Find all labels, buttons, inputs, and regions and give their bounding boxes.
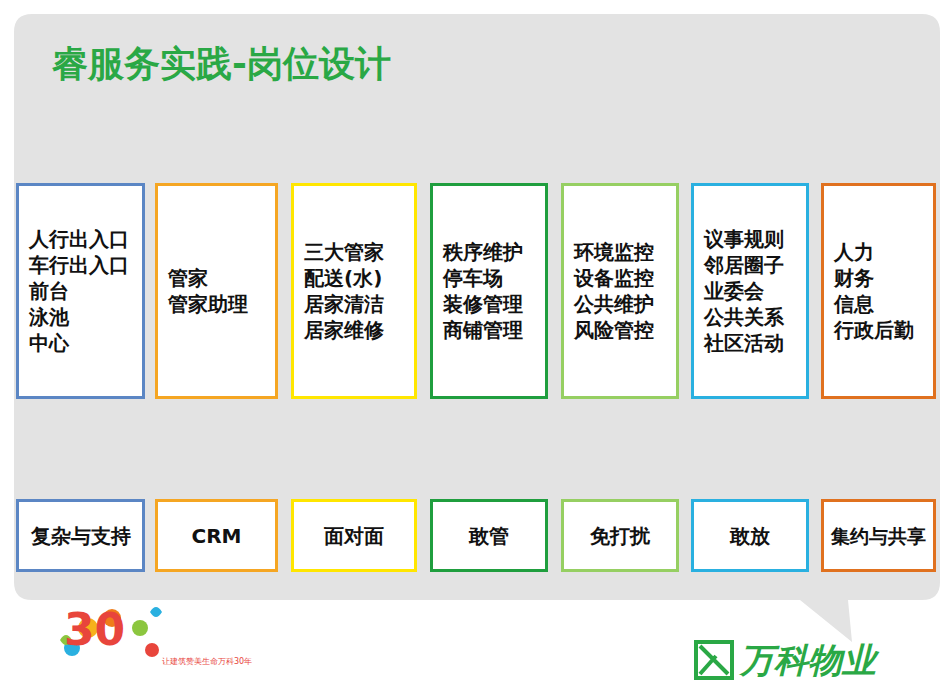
principle-text: CRM — [192, 523, 242, 549]
role-item: 中心 — [29, 330, 69, 356]
role-box: 人行出入口车行出入口前台泳池中心 — [16, 183, 145, 399]
slogan: 让建筑赞美生命万科30年 — [162, 656, 252, 667]
role-item: 装修管理 — [443, 291, 523, 317]
principle-box: 免打扰 — [561, 499, 679, 572]
role-item: 秩序维护 — [443, 239, 523, 265]
role-box: 管家管家助理 — [155, 183, 278, 399]
role-item: 配送(水) — [304, 265, 382, 291]
role-item: 居家维修 — [304, 317, 384, 343]
role-item: 公共关系 — [704, 304, 784, 330]
role-box: 环境监控设备监控公共维护风险管控 — [561, 183, 679, 399]
principle-box: 面对面 — [291, 499, 417, 572]
role-box: 议事规则邻居圈子业委会公共关系社区活动 — [691, 183, 809, 399]
role-box: 秩序维护停车场装修管理商铺管理 — [430, 183, 548, 399]
role-item: 业委会 — [704, 278, 764, 304]
company-logo-text: 万科物业 — [740, 638, 876, 684]
role-item: 管家 — [168, 265, 208, 291]
role-item: 车行出入口 — [29, 252, 129, 278]
speech-bubble-panel — [14, 14, 940, 642]
role-item: 行政后勤 — [834, 317, 914, 343]
role-item: 议事规则 — [704, 226, 784, 252]
principle-text: 敢放 — [730, 523, 770, 549]
role-item: 社区活动 — [704, 330, 784, 356]
principle-text: 敢管 — [469, 523, 509, 549]
role-item: 人行出入口 — [29, 226, 129, 252]
role-item: 信息 — [834, 291, 874, 317]
vanke-logo-mark — [696, 642, 732, 678]
role-item: 泳池 — [29, 304, 69, 330]
role-item: 邻居圈子 — [704, 252, 784, 278]
role-item: 前台 — [29, 278, 69, 304]
principle-text: 面对面 — [324, 523, 384, 549]
role-item: 停车场 — [443, 265, 503, 291]
principle-box: CRM — [155, 499, 278, 572]
principle-box: 集约与共享 — [821, 499, 936, 572]
role-item: 商铺管理 — [443, 317, 523, 343]
role-item: 三大管家 — [304, 239, 384, 265]
role-item: 人力 — [834, 239, 874, 265]
role-item: 设备监控 — [574, 265, 654, 291]
role-item: 管家助理 — [168, 291, 248, 317]
principle-text: 集约与共享 — [831, 523, 926, 549]
role-box: 三大管家配送(水)居家清洁居家维修 — [291, 183, 417, 399]
role-item: 居家清洁 — [304, 291, 384, 317]
principle-text: 复杂与支持 — [31, 523, 131, 549]
role-item: 公共维护 — [574, 291, 654, 317]
principle-text: 免打扰 — [590, 523, 650, 549]
role-item: 财务 — [834, 265, 874, 291]
role-item: 环境监控 — [574, 239, 654, 265]
slide-title: 睿服务实践-岗位设计 — [52, 40, 391, 89]
principle-box: 敢管 — [430, 499, 548, 572]
role-box: 人力财务信息行政后勤 — [821, 183, 936, 399]
role-item: 风险管控 — [574, 317, 654, 343]
principle-box: 敢放 — [691, 499, 809, 572]
principle-box: 复杂与支持 — [16, 499, 145, 572]
anniversary-number: 30 — [64, 604, 125, 655]
